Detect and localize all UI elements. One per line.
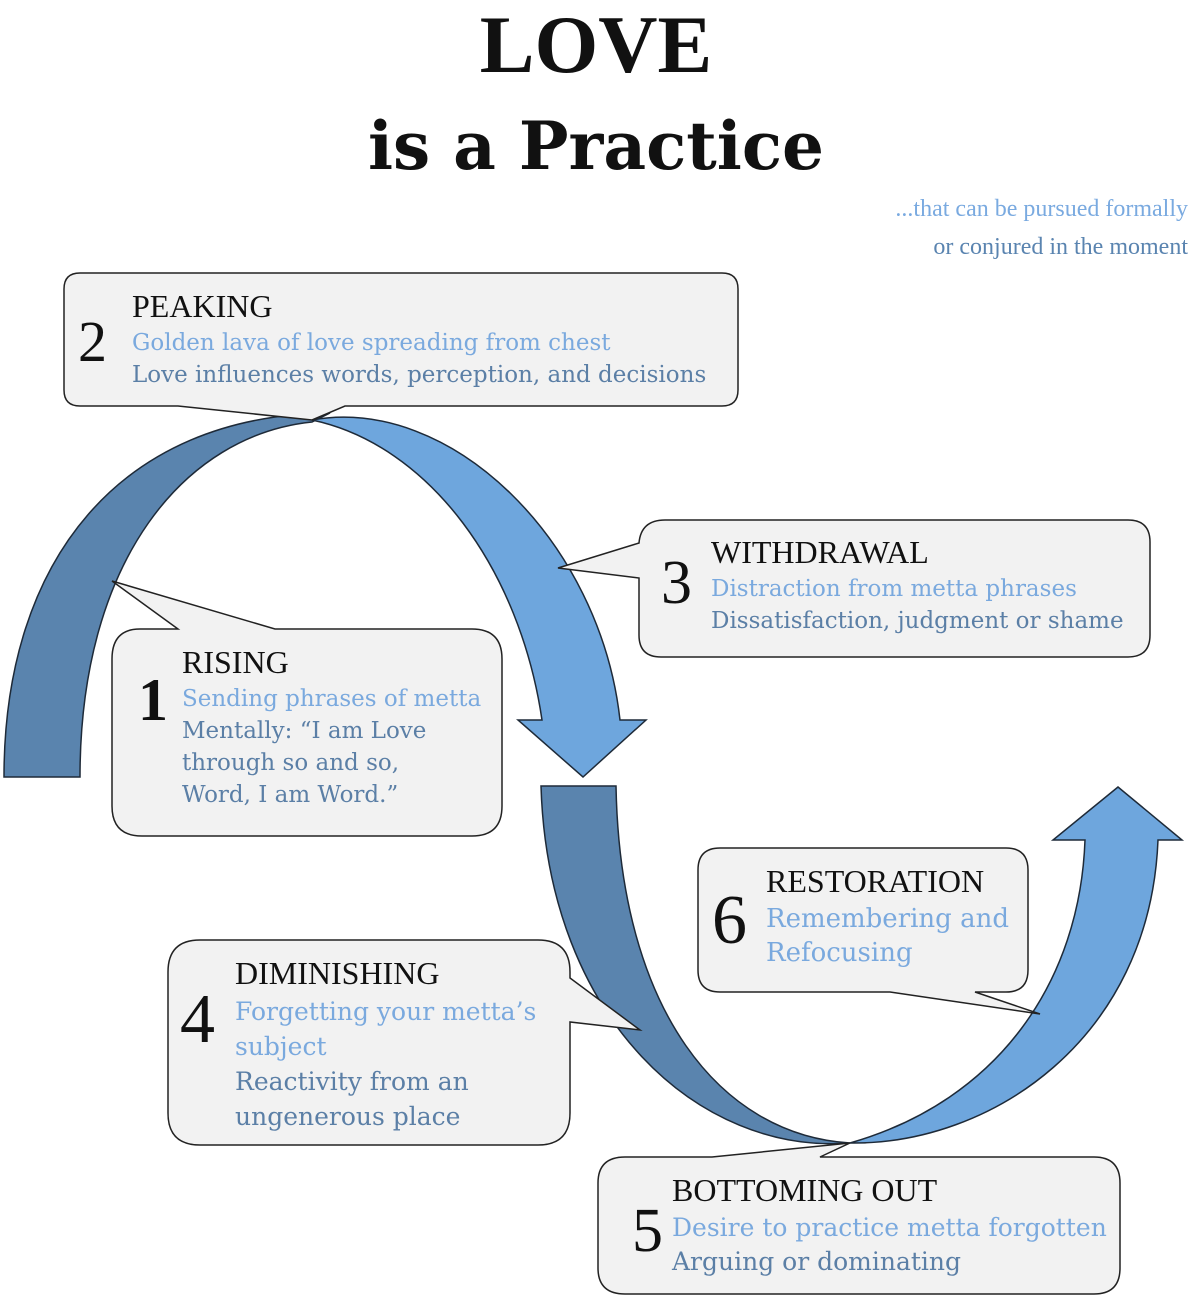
stage-description: Remembering and Refocusing [766, 902, 1009, 970]
light-line: Forgetting your metta’s [235, 997, 537, 1026]
stage-description: Sending phrases of metta Mentally: “I am… [182, 683, 481, 811]
stage-title: RESTORATION [766, 863, 985, 899]
dark-line: Reactivity from an [235, 1067, 469, 1096]
light-line: Refocusing [766, 938, 913, 968]
dark-line: ungenerous place [235, 1102, 461, 1131]
stage-description: Forgetting your metta’s subject Reactivi… [235, 994, 536, 1134]
stage-title: WITHDRAWAL [711, 534, 929, 570]
stage-description: Desire to practice metta forgotten Argui… [672, 1211, 1107, 1279]
restoration-arrow [849, 786, 1185, 1144]
withdrawal-arrow [311, 416, 648, 779]
stage-title: BOTTOMING OUT [672, 1172, 938, 1208]
rising-callout [111, 580, 503, 837]
peaking-callout [63, 272, 739, 421]
light-line: Sending phrases of metta [182, 686, 482, 712]
dark-line: Dissatisfaction, judgment or shame [711, 608, 1124, 634]
stage-title: PEAKING [132, 288, 273, 324]
dark-line: Arguing or dominating [672, 1247, 962, 1276]
stage-number: 4 [180, 981, 215, 1058]
light-line: Golden lava of love spreading from chest [132, 330, 611, 356]
bottoming-out-callout [597, 1142, 1121, 1295]
stage-description: Golden lava of love spreading from chest… [132, 327, 706, 391]
stage-description: Distraction from metta phrases Dissatisf… [711, 573, 1124, 637]
tagline-line2: or conjured in the moment [933, 234, 1188, 260]
stage-number: 2 [78, 309, 107, 374]
subtitle: is a Practice [367, 107, 825, 185]
dark-line: Love influences words, perception, and d… [132, 362, 707, 388]
restoration-callout [697, 847, 1041, 1015]
withdrawal-callout [557, 519, 1151, 658]
diminishing-callout [167, 939, 643, 1146]
stage-title: RISING [182, 644, 289, 680]
dark-line: through so and so, [182, 750, 400, 776]
title: LOVE [479, 0, 713, 90]
stage-number: 1 [138, 667, 168, 733]
stage-number: 6 [712, 882, 747, 959]
dark-line: Word, I am Word.” [182, 782, 399, 808]
stage-title: DIMINISHING [235, 955, 440, 991]
dark-line: Mentally: “I am Love [182, 718, 427, 744]
light-line: Desire to practice metta forgotten [672, 1213, 1107, 1242]
light-line: subject [235, 1032, 327, 1061]
stage-number: 5 [632, 1197, 663, 1265]
tagline-line1: ...that can be pursued formally [895, 196, 1188, 222]
light-line: Remembering and [766, 904, 1009, 934]
light-line: Distraction from metta phrases [711, 576, 1077, 602]
stage-number: 3 [661, 549, 692, 617]
